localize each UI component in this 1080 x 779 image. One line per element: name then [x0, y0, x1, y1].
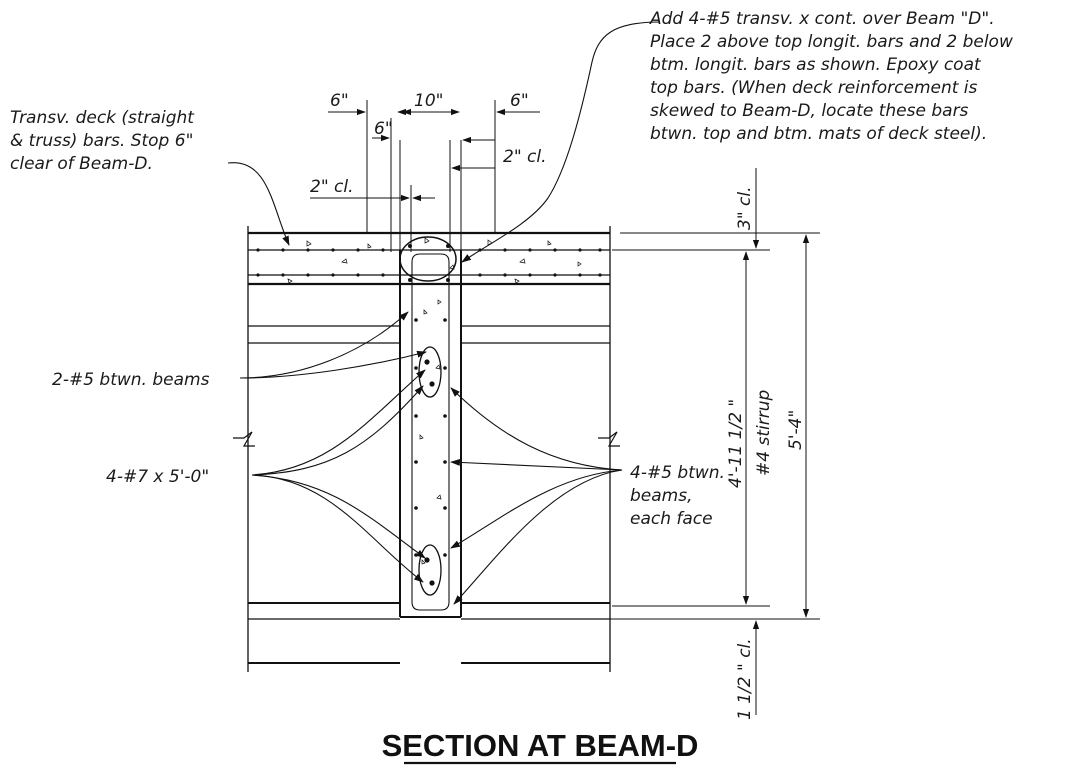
deck-slab	[247, 226, 611, 672]
svg-text:btwn. top and btm. mats of dec: btwn. top and btm. mats of deck steel).	[650, 124, 987, 144]
dim-2-cl-left: 2" cl.	[310, 177, 354, 197]
dim-1-5-cl: 1 1/2 " cl.	[735, 638, 755, 720]
added-transverse-bars	[399, 236, 457, 282]
svg-text:each face: each face	[630, 509, 713, 529]
concrete-aggregate	[287, 237, 582, 284]
deck-rebar-dots	[256, 248, 602, 277]
bottom-main-bars	[418, 544, 442, 596]
dim-4-stirrup: #4 stirrup	[754, 390, 774, 476]
svg-text:beams,: beams,	[630, 486, 693, 506]
svg-text:btm. longit. bars as shown. Ep: btm. longit. bars as shown. Epoxy coat	[650, 55, 982, 75]
note-2-5-bars: 2-#5 btwn. beams	[52, 370, 210, 390]
dim-stirrup-height: 4'-11 1/2 "	[726, 399, 746, 488]
svg-text:Add 4-#5 transv. x cont. over: Add 4-#5 transv. x cont. over Beam "D".	[649, 9, 995, 29]
dim-3-cl: 3" cl.	[735, 186, 755, 230]
note-deck-bars: Transv. deck (straight & truss) bars. St…	[10, 108, 195, 174]
svg-text:Place 2 above top longit. bars: Place 2 above top longit. bars and 2 bel…	[650, 32, 1013, 52]
dim-overall: 5'-4"	[786, 410, 806, 450]
dim-right-6: 6"	[510, 91, 529, 111]
web-aggregate	[419, 299, 442, 565]
note-add-bars: Add 4-#5 transv. x cont. over Beam "D". …	[649, 9, 1013, 144]
section-title: SECTION AT BEAM-D	[382, 728, 699, 763]
dim-web-10: 10"	[414, 91, 443, 111]
dim-2-cl-right: 2" cl.	[503, 147, 547, 167]
svg-text:top bars. (When deck reinforce: top bars. (When deck reinforcement is	[650, 78, 978, 98]
svg-text:& truss) bars. Stop 6": & truss) bars. Stop 6"	[10, 131, 193, 151]
top-dimension-lines	[310, 100, 540, 252]
note-4-7-bars: 4-#7 x 5'-0"	[106, 467, 209, 487]
svg-text:Transv. deck (straight: Transv. deck (straight	[10, 108, 195, 128]
girder-left	[233, 325, 400, 664]
svg-text:clear of Beam-D.: clear of Beam-D.	[10, 154, 153, 174]
note-4-5-bars: 4-#5 btwn. beams, each face	[630, 463, 725, 529]
stirrup	[411, 253, 450, 611]
right-dimension-lines	[468, 168, 820, 715]
diaphragm-web	[399, 140, 462, 618]
leader-lines	[227, 21, 661, 605]
dim-inner-6: 6"	[374, 119, 393, 139]
svg-text:4-#5 btwn.: 4-#5 btwn.	[630, 463, 725, 483]
svg-text:skewed to Beam-D, locate these: skewed to Beam-D, locate these bars	[650, 101, 969, 121]
dim-left-6: 6"	[330, 91, 349, 111]
